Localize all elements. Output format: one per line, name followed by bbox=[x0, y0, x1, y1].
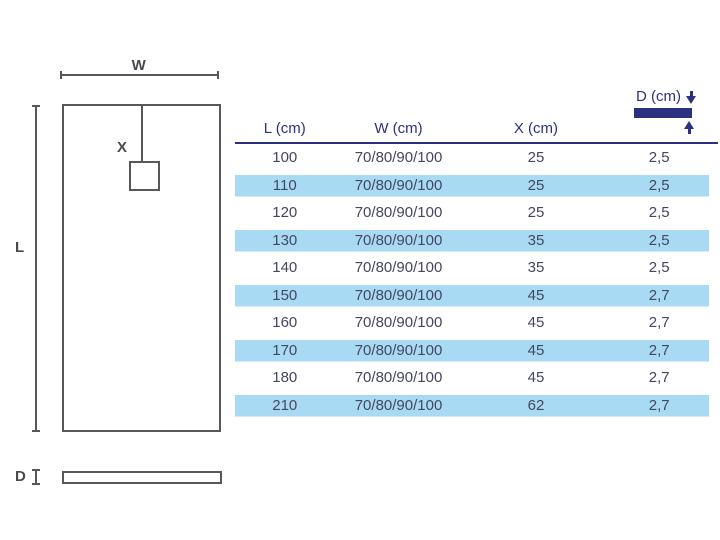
header-separator-line bbox=[235, 142, 718, 144]
tray-side-view bbox=[62, 471, 222, 484]
table-header-row: L (cm) W (cm) X (cm) bbox=[235, 114, 709, 142]
table-row: 210 70/80/90/100 62 2,7 bbox=[235, 391, 709, 419]
cell-d: 2,5 bbox=[648, 204, 670, 222]
table-row: 140 70/80/90/100 35 2,5 bbox=[235, 254, 709, 282]
cell-w: 70/80/90/100 bbox=[354, 341, 443, 359]
table-row: 100 70/80/90/100 25 2,5 bbox=[235, 144, 709, 172]
cell-w: 70/80/90/100 bbox=[354, 286, 443, 304]
table-row: 150 70/80/90/100 45 2,7 bbox=[235, 281, 709, 309]
cell-l: 110 bbox=[272, 176, 297, 194]
depth-header-label: D (cm) bbox=[636, 88, 681, 105]
cell-d: 2,7 bbox=[648, 341, 670, 359]
cell-x: 45 bbox=[527, 314, 545, 332]
header-length: L (cm) bbox=[263, 119, 306, 137]
cell-x: 45 bbox=[527, 369, 545, 387]
cell-w: 70/80/90/100 bbox=[354, 259, 443, 277]
cell-d: 2,5 bbox=[648, 176, 670, 194]
drain-square bbox=[129, 161, 160, 191]
depth-label: D bbox=[15, 468, 27, 485]
cell-l: 180 bbox=[272, 369, 298, 387]
cell-l: 130 bbox=[272, 231, 298, 249]
depth-bar-icon bbox=[634, 108, 692, 118]
length-dimension-line bbox=[32, 105, 40, 432]
cell-d: 2,7 bbox=[648, 286, 670, 304]
cell-d: 2,5 bbox=[648, 231, 670, 249]
width-dimension-line bbox=[60, 71, 219, 79]
width-label: W bbox=[131, 57, 147, 74]
cell-w: 70/80/90/100 bbox=[354, 149, 443, 167]
cell-l: 120 bbox=[272, 204, 298, 222]
cell-x: 25 bbox=[527, 204, 545, 222]
cell-w: 70/80/90/100 bbox=[354, 396, 443, 414]
table-row: 120 70/80/90/100 25 2,5 bbox=[235, 199, 709, 227]
arrow-down-icon bbox=[686, 90, 697, 104]
cell-l: 170 bbox=[272, 341, 298, 359]
cell-w: 70/80/90/100 bbox=[354, 176, 443, 194]
cell-l: 100 bbox=[272, 149, 298, 167]
cell-x: 25 bbox=[527, 176, 545, 194]
header-drain-offset: X (cm) bbox=[513, 119, 559, 137]
cell-l: 140 bbox=[272, 259, 298, 277]
cell-x: 62 bbox=[527, 396, 545, 414]
header-width: W (cm) bbox=[374, 119, 423, 137]
cell-d: 2,5 bbox=[648, 259, 670, 277]
table-row: 130 70/80/90/100 35 2,5 bbox=[235, 226, 709, 254]
cell-l: 160 bbox=[272, 314, 298, 332]
cell-x: 45 bbox=[527, 341, 545, 359]
table-row: 110 70/80/90/100 25 2,5 bbox=[235, 171, 709, 199]
cell-w: 70/80/90/100 bbox=[354, 314, 443, 332]
cell-x: 35 bbox=[527, 231, 545, 249]
length-label: L bbox=[15, 239, 25, 256]
table-rows: 100 70/80/90/100 25 2,5 110 70/80/90/100 25 2,5… bbox=[235, 144, 709, 419]
cell-x: 45 bbox=[527, 286, 545, 304]
cell-d: 2,7 bbox=[648, 369, 670, 387]
arrow-up-icon bbox=[684, 121, 695, 134]
cell-w: 70/80/90/100 bbox=[354, 369, 443, 387]
cell-x: 25 bbox=[527, 149, 545, 167]
cell-l: 150 bbox=[272, 286, 298, 304]
depth-column-header: D (cm) bbox=[605, 88, 697, 134]
table-row: 170 70/80/90/100 45 2,7 bbox=[235, 336, 709, 364]
cell-d: 2,7 bbox=[648, 314, 670, 332]
cell-d: 2,7 bbox=[648, 396, 670, 414]
depth-dimension-line bbox=[32, 469, 40, 485]
cell-w: 70/80/90/100 bbox=[354, 231, 443, 249]
table-row: 160 70/80/90/100 45 2,7 bbox=[235, 309, 709, 337]
drain-offset-label: X bbox=[117, 139, 128, 156]
cell-w: 70/80/90/100 bbox=[354, 204, 443, 222]
cell-d: 2,5 bbox=[648, 149, 670, 167]
cell-x: 35 bbox=[527, 259, 545, 277]
table-row: 180 70/80/90/100 45 2,7 bbox=[235, 364, 709, 392]
cell-l: 210 bbox=[272, 396, 298, 414]
